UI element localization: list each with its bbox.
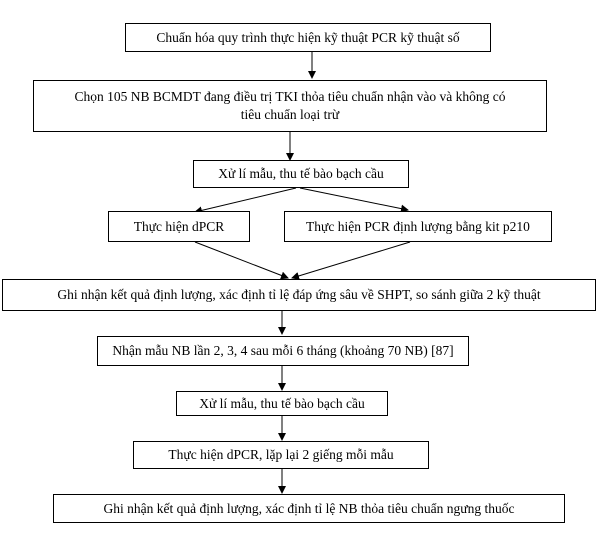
step-collect-followup-samples: Nhận mẫu NB lần 2, 3, 4 sau mỗi 6 tháng … [97,336,469,366]
step-record-results-compare: Ghi nhận kết quả định lượng, xác định tỉ… [2,279,596,311]
step-standardize-dpcr: Chuẩn hóa quy trình thực hiện kỹ thuật P… [125,23,491,52]
step-dpcr-duplicate-wells: Thực hiện dPCR, lặp lại 2 giếng mỗi mẫu [133,441,429,469]
arrow-s4a-s5 [194,241,289,280]
step-process-samples-1: Xử lí mẫu, thu tế bào bạch cầu [193,160,409,188]
step-select-patients: Chọn 105 NB BCMDT đang điều trị TKI thỏa… [33,80,547,132]
step-record-discontinuation: Ghi nhận kết quả định lượng, xác định tỉ… [53,494,565,523]
step-perform-qpcr-p210: Thực hiện PCR định lượng bằng kit p210 [284,211,552,242]
arrow-s3-s4a [194,187,297,215]
arrow-s4b-s5 [291,241,411,280]
step-perform-dpcr: Thực hiện dPCR [108,211,250,242]
arrow-s3-s4b [299,187,409,213]
step-process-samples-2: Xử lí mẫu, thu tế bào bạch cầu [176,391,388,416]
